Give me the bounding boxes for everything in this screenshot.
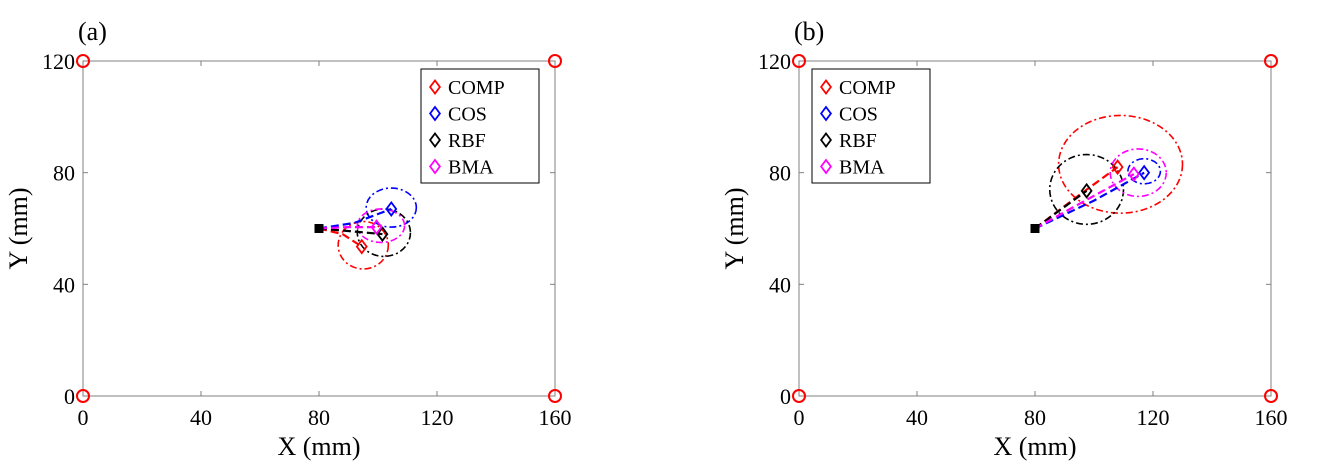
legend-marker xyxy=(429,105,441,122)
x-tick-label: 0 xyxy=(794,405,805,430)
legend-marker xyxy=(820,105,832,122)
legend-label: COMP xyxy=(839,77,896,99)
x-tick-label: 80 xyxy=(1024,405,1046,430)
estimate-marker-cos xyxy=(385,200,398,217)
legend-label: COS xyxy=(839,104,878,126)
uncertainty-ellipse-comp xyxy=(1057,114,1184,214)
x-tick-label: 160 xyxy=(1255,405,1288,430)
trajectory-bma xyxy=(1034,173,1135,230)
estimate-marker-comp xyxy=(1111,159,1124,176)
trajectory-comp xyxy=(318,227,363,248)
estimate-marker-rbf xyxy=(1080,182,1093,199)
y-tick-label: 0 xyxy=(780,384,791,409)
y-tick-label: 80 xyxy=(53,161,75,186)
legend-marker xyxy=(429,158,441,175)
start-marker xyxy=(314,224,324,233)
x-tick-label: 120 xyxy=(421,405,454,430)
legend-marker xyxy=(429,132,441,148)
trajectory-bma xyxy=(318,226,377,230)
estimate-marker-bma xyxy=(1127,166,1140,183)
legend-label: RBF xyxy=(448,130,486,152)
estimate-marker-rbf xyxy=(376,226,389,243)
panel-label: (a) xyxy=(78,17,107,46)
y-tick-label: 80 xyxy=(769,161,791,186)
panel-label: (b) xyxy=(794,17,824,46)
estimate-marker-bma xyxy=(370,219,383,236)
y-axis-label: Y (mm) xyxy=(720,187,749,269)
x-axis-label: X (mm) xyxy=(993,432,1076,461)
legend-box xyxy=(420,68,540,184)
trajectory-rbf xyxy=(1034,189,1088,230)
anchor-marker xyxy=(548,389,562,403)
x-axis-label: X (mm) xyxy=(277,432,360,461)
y-tick-label: 40 xyxy=(53,272,75,297)
legend-label: BMA xyxy=(839,157,885,179)
anchor-marker xyxy=(1264,389,1278,403)
anchor-marker xyxy=(1264,54,1278,68)
anchor-marker xyxy=(548,54,562,68)
start-marker xyxy=(1030,224,1040,233)
legend-label: COS xyxy=(448,104,487,126)
estimate-marker-cos xyxy=(1138,164,1151,181)
x-tick-label: 0 xyxy=(78,405,89,430)
uncertainty-ellipse-bma xyxy=(1109,148,1168,198)
legend: COMP COS RBF BMA xyxy=(811,68,931,184)
anchor-marker xyxy=(76,389,90,403)
anchor-marker xyxy=(792,389,806,403)
y-tick-label: 40 xyxy=(769,272,791,297)
y-axis-label: Y (mm) xyxy=(4,187,33,269)
y-tick-label: 0 xyxy=(64,384,75,409)
legend-box xyxy=(811,68,931,184)
x-tick-label: 40 xyxy=(190,405,212,430)
legend: COMP COS RBF BMA xyxy=(420,68,540,184)
trajectory-cos xyxy=(318,207,392,230)
x-tick-label: 40 xyxy=(906,405,928,430)
legend-marker xyxy=(429,79,441,95)
trajectory-cos xyxy=(1034,171,1145,230)
anchor-marker xyxy=(792,54,806,68)
trajectory-rbf xyxy=(318,227,383,236)
uncertainty-ellipse-rbf xyxy=(1048,153,1125,226)
legend-label: BMA xyxy=(448,157,494,179)
uncertainty-ellipse-comp xyxy=(337,220,390,270)
uncertainty-ellipse-cos xyxy=(1127,157,1162,185)
legend-marker xyxy=(820,158,832,175)
legend-label: RBF xyxy=(839,130,877,152)
y-tick-label: 120 xyxy=(758,49,791,74)
y-tick-label: 120 xyxy=(42,49,75,74)
legend-marker xyxy=(820,79,832,95)
estimate-marker-comp xyxy=(355,238,368,255)
legend-label: COMP xyxy=(448,77,505,99)
x-tick-label: 120 xyxy=(1137,405,1170,430)
legend-marker xyxy=(820,132,832,148)
uncertainty-ellipse-bma xyxy=(356,208,406,244)
x-tick-label: 80 xyxy=(308,405,330,430)
x-tick-label: 160 xyxy=(539,405,572,430)
uncertainty-ellipse-cos xyxy=(365,187,418,228)
anchor-marker xyxy=(76,54,90,68)
